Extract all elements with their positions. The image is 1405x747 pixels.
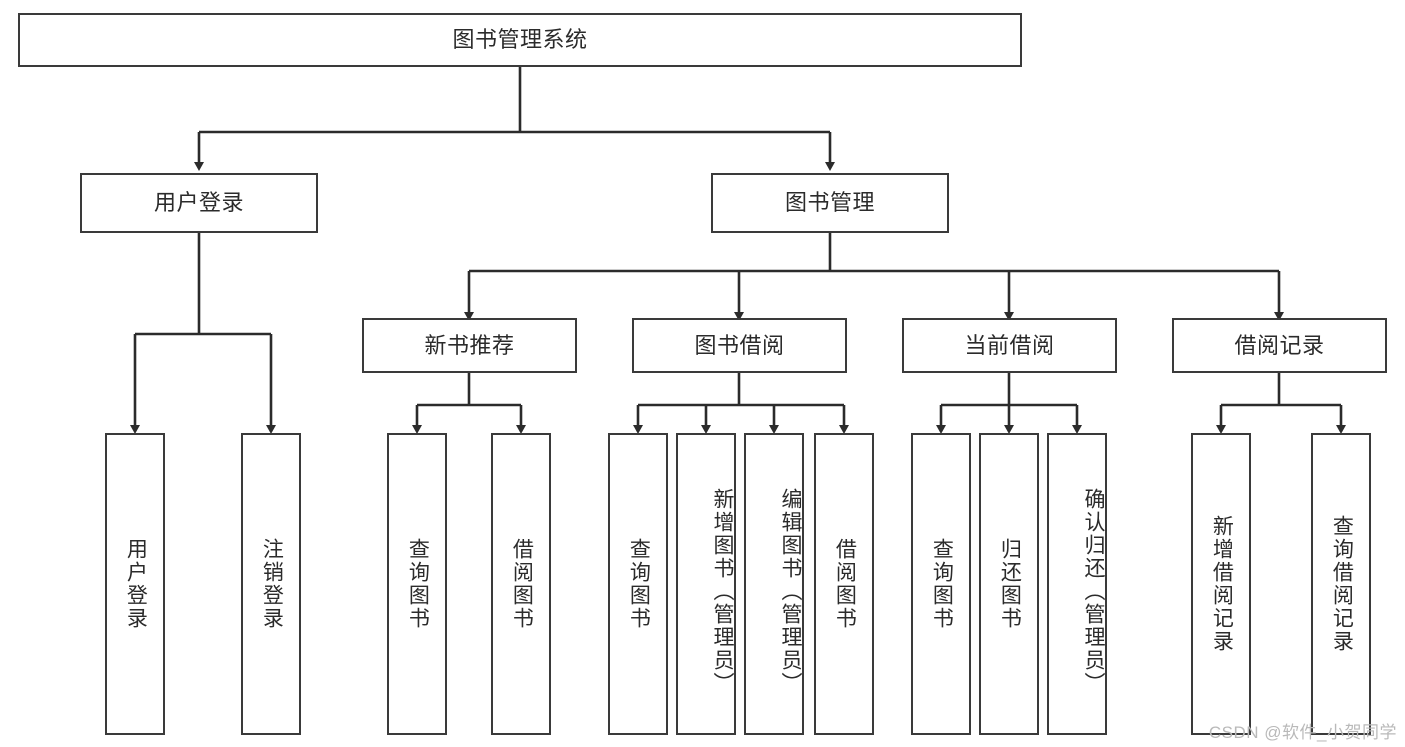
node-book-borrow[interactable]: 图书借阅 — [632, 318, 847, 373]
node-book-management-label: 图书管理 — [784, 190, 875, 216]
node-user-login[interactable]: 用户登录 — [80, 173, 318, 233]
node-current-borrow-label: 当前借阅 — [964, 332, 1055, 358]
node-leaf-add-book-label: 新增图书（管理员） — [711, 487, 734, 695]
node-leaf-query-record[interactable]: 查询借阅记录 — [1311, 433, 1371, 735]
watermark-text: CSDN @软件_小贺同学 — [1208, 723, 1397, 742]
node-leaf-borrow-book-1[interactable]: 借阅图书 — [491, 433, 551, 735]
node-leaf-query-record-label: 查询借阅记录 — [1330, 515, 1354, 653]
node-leaf-query-book-2[interactable]: 查询图书 — [608, 433, 668, 735]
node-borrow-record-label: 借阅记录 — [1234, 332, 1325, 358]
node-leaf-return-book[interactable]: 归还图书 — [979, 433, 1039, 735]
node-current-borrow[interactable]: 当前借阅 — [902, 318, 1117, 373]
node-leaf-logout-label: 注销登录 — [260, 538, 284, 630]
node-leaf-edit-book-label: 编辑图书（管理员） — [779, 487, 802, 695]
node-leaf-add-book[interactable]: 新增图书（管理员） — [676, 433, 736, 735]
node-leaf-return-book-label: 归还图书 — [998, 538, 1022, 630]
node-leaf-add-record[interactable]: 新增借阅记录 — [1191, 433, 1251, 735]
node-leaf-borrow-book-1-label: 借阅图书 — [510, 538, 534, 630]
node-book-borrow-label: 图书借阅 — [694, 332, 785, 358]
node-leaf-user-login[interactable]: 用户登录 — [105, 433, 165, 735]
node-root[interactable]: 图书管理系统 — [18, 13, 1022, 67]
node-leaf-query-book-1[interactable]: 查询图书 — [387, 433, 447, 735]
node-leaf-add-record-label: 新增借阅记录 — [1210, 515, 1234, 653]
node-leaf-edit-book[interactable]: 编辑图书（管理员） — [744, 433, 804, 735]
node-leaf-query-book-2-label: 查询图书 — [627, 538, 651, 630]
node-leaf-borrow-book-2[interactable]: 借阅图书 — [814, 433, 874, 735]
node-new-book-recommend[interactable]: 新书推荐 — [362, 318, 577, 373]
node-borrow-record[interactable]: 借阅记录 — [1172, 318, 1387, 373]
node-leaf-borrow-book-2-label: 借阅图书 — [833, 538, 857, 630]
node-leaf-confirm-return-label: 确认归还（管理员） — [1082, 487, 1105, 695]
node-leaf-confirm-return[interactable]: 确认归还（管理员） — [1047, 433, 1107, 735]
node-book-management[interactable]: 图书管理 — [711, 173, 949, 233]
node-leaf-query-book-3[interactable]: 查询图书 — [911, 433, 971, 735]
node-user-login-label: 用户登录 — [153, 190, 244, 216]
node-leaf-logout[interactable]: 注销登录 — [241, 433, 301, 735]
node-leaf-query-book-3-label: 查询图书 — [930, 538, 954, 630]
node-leaf-query-book-1-label: 查询图书 — [406, 538, 430, 630]
node-new-book-recommend-label: 新书推荐 — [424, 332, 515, 358]
node-root-label: 图书管理系统 — [452, 27, 588, 53]
node-leaf-user-login-label: 用户登录 — [124, 538, 148, 630]
